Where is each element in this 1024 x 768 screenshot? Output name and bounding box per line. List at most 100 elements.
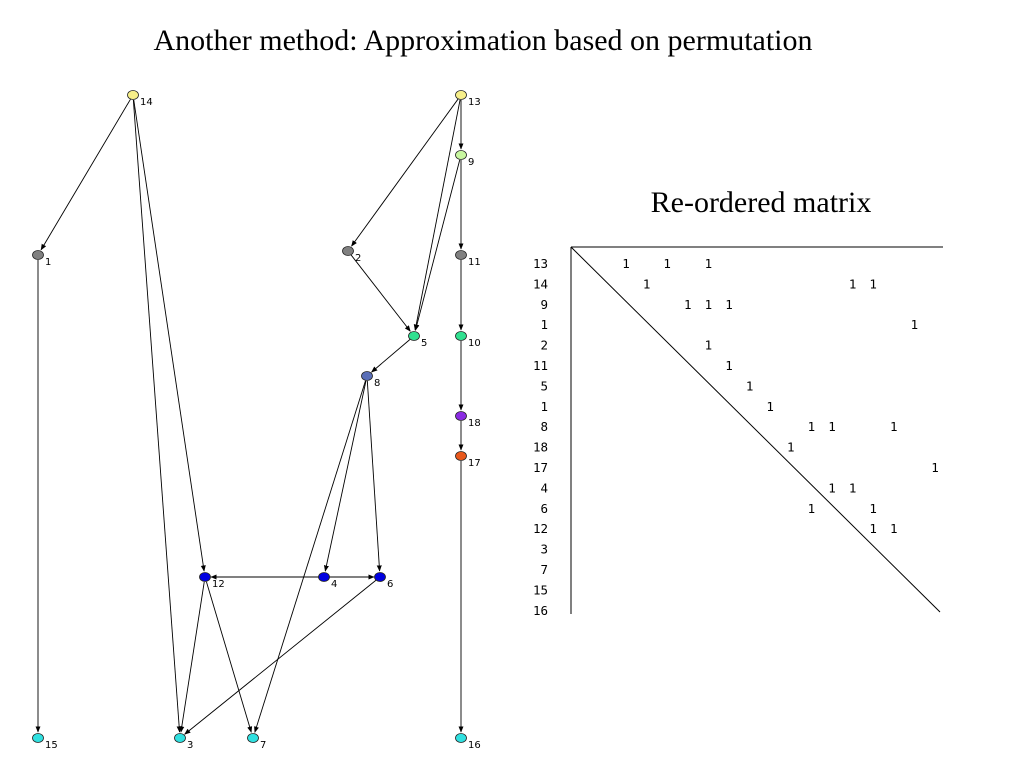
node-label: 6 [387, 579, 393, 590]
graph-node-16: 16 [455, 733, 481, 751]
graph-node-12: 12 [199, 572, 225, 590]
matrix-cell: 1 [911, 317, 919, 332]
graph-node-9: 9 [455, 150, 474, 168]
matrix-cell: 1 [808, 419, 816, 434]
graph-node-4: 4 [318, 572, 337, 590]
matrix-cell: 1 [787, 440, 795, 455]
matrix-row-label: 14 [533, 276, 548, 291]
matrix-row-label: 1 [540, 317, 548, 332]
node-marker [318, 572, 330, 582]
matrix-row-label: 12 [533, 521, 548, 536]
matrix-row-label: 11 [533, 358, 548, 373]
edge-14-to-12 [133, 99, 206, 572]
node-label: 8 [374, 378, 380, 389]
graph-node-3: 3 [174, 733, 193, 751]
matrix-cell: 1 [869, 501, 877, 516]
matrix-cell: 1 [684, 297, 692, 312]
node-marker [455, 250, 467, 260]
node-label: 5 [421, 338, 427, 349]
matrix-cell: 1 [869, 521, 877, 536]
node-marker [374, 572, 386, 582]
graph-node-13: 13 [455, 90, 481, 108]
node-marker [174, 733, 186, 743]
matrix-cell: 1 [828, 480, 836, 495]
matrix-row-label: 8 [540, 419, 548, 434]
node-marker [32, 733, 44, 743]
graph-node-14: 14 [127, 90, 153, 108]
graph-node-2: 2 [342, 246, 361, 264]
graph-node-11: 11 [455, 250, 481, 268]
edge-2-to-5 [350, 254, 411, 332]
node-label: 17 [468, 458, 481, 469]
node-label: 14 [140, 97, 153, 108]
matrix-cell: 1 [849, 480, 857, 495]
matrix-cell: 1 [890, 521, 898, 536]
node-marker [342, 246, 354, 256]
graph-node-18: 18 [455, 411, 481, 429]
matrix-cell: 1 [869, 276, 877, 291]
node-label: 13 [468, 97, 481, 108]
graph-node-17: 17 [455, 451, 481, 469]
node-marker [455, 331, 467, 341]
edge-5-to-8 [371, 338, 411, 373]
matrix-cell: 1 [663, 256, 671, 271]
edge-12-to-7 [205, 581, 253, 733]
node-label: 15 [45, 740, 58, 751]
graph-edges [35, 98, 464, 735]
node-label: 9 [468, 157, 474, 168]
node-label: 18 [468, 418, 481, 429]
node-label: 3 [187, 740, 193, 751]
node-marker [247, 733, 259, 743]
graph-node-15: 15 [32, 733, 58, 751]
node-marker [199, 572, 211, 582]
graph-node-7: 7 [247, 733, 266, 751]
edge-8-to-7 [254, 380, 366, 733]
matrix-cell: 1 [746, 378, 754, 393]
matrix-cell: 1 [808, 501, 816, 516]
matrix-row-label: 13 [533, 256, 548, 271]
matrix-cell: 1 [705, 297, 713, 312]
node-marker [455, 150, 467, 160]
node-marker [455, 451, 467, 461]
edge-6-to-3 [184, 579, 377, 735]
matrix-row-label: 1 [540, 399, 548, 414]
node-label: 4 [331, 579, 337, 590]
matrix-row-label: 17 [533, 460, 548, 475]
matrix-diagonal [570, 246, 941, 613]
edge-13-to-5 [413, 99, 461, 331]
matrix-row-label: 18 [533, 440, 548, 455]
edge-9-to-5 [414, 159, 461, 331]
node-label: 11 [468, 257, 481, 268]
edge-12-to-3 [179, 581, 205, 733]
node-marker [361, 371, 373, 381]
node-marker [408, 331, 420, 341]
matrix-cell: 1 [931, 460, 939, 475]
matrix-title: Re-ordered matrix [650, 186, 872, 219]
matrix-cell: 1 [725, 358, 733, 373]
node-marker [455, 411, 467, 421]
edge-8-to-6 [366, 380, 382, 572]
matrix-row-label: 16 [533, 603, 548, 618]
node-label: 10 [468, 338, 481, 349]
graph-node-6: 6 [374, 572, 393, 590]
matrix-row-label: 7 [540, 562, 548, 577]
node-marker [127, 90, 139, 100]
node-marker [32, 250, 44, 260]
matrix-row-label: 3 [540, 542, 548, 557]
graph-node-5: 5 [408, 331, 427, 349]
matrix-cell: 1 [725, 297, 733, 312]
matrix-cell: 1 [849, 276, 857, 291]
matrix-row-label: 5 [540, 378, 548, 393]
matrix-cell: 1 [705, 338, 713, 353]
node-marker [455, 90, 467, 100]
matrix-row-label: 6 [540, 501, 548, 516]
matrix-cell: 1 [828, 419, 836, 434]
matrix-row-label: 4 [540, 480, 548, 495]
node-marker [455, 733, 467, 743]
matrix-cell: 1 [890, 419, 898, 434]
matrix-row-label: 2 [540, 338, 548, 353]
graph-node-1: 1 [32, 250, 51, 268]
matrix-row-label: 9 [540, 297, 548, 312]
